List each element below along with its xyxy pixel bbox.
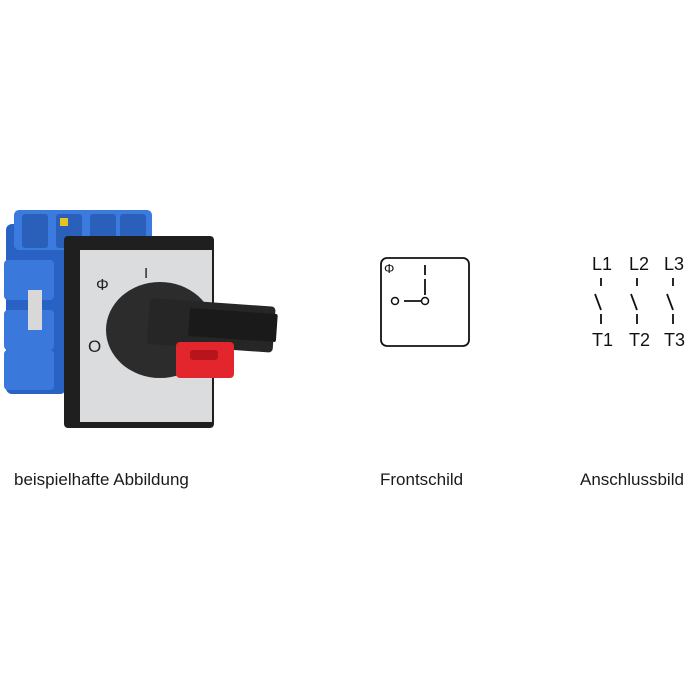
caption-front: Frontschild (380, 470, 464, 489)
rotary-knob[interactable] (106, 282, 278, 378)
plate-symbol-off: Φ (96, 277, 109, 294)
switch-housing (4, 210, 152, 394)
wiring-label-top-1: L1 (592, 254, 613, 274)
wiring-label-top-3: L3 (664, 254, 685, 274)
contact-3 (666, 278, 674, 324)
contact-1 (594, 278, 602, 324)
wiring-label-bottom-3: T3 (664, 330, 686, 350)
plate-symbol-on: I (144, 265, 148, 282)
plate-symbol-zero: O (88, 337, 101, 356)
wiring-label-top-2: L2 (629, 254, 650, 274)
contact-2 (630, 278, 638, 324)
shield-symbol-off: Φ (384, 261, 394, 276)
wiring-label-bottom-1: T1 (592, 330, 614, 350)
switch-product-image: Φ I O (4, 210, 278, 428)
caption-product: beispielhafte Abbildung (14, 470, 189, 489)
front-shield-diagram: Φ (380, 257, 470, 347)
wiring-contacts (594, 278, 674, 324)
wiring-label-bottom-2: T2 (629, 330, 651, 350)
caption-wiring: Anschlussbild (580, 470, 684, 489)
